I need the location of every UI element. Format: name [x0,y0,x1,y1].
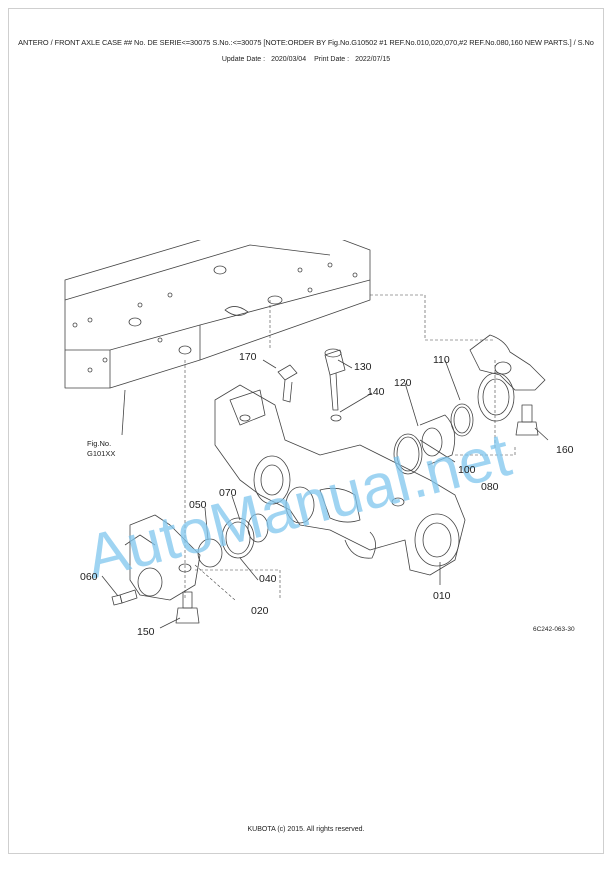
callout-080: 080 [481,481,499,493]
update-date-label: Update Date : [221,56,266,63]
callout-040: 040 [259,573,277,585]
callout-170: 170 [239,351,257,363]
callout-050: 050 [189,499,207,511]
callout-020: 020 [251,605,269,617]
parts-diagram: AutoManual.net Fig.No. G101XX 170 130 14… [64,240,575,638]
callout-060: 060 [80,571,98,583]
callout-120: 120 [394,377,412,389]
callout-160: 160 [556,444,574,456]
callout-100: 100 [458,464,476,476]
drawing-code: 6C242-063-30 [533,626,575,633]
callout-070: 070 [219,487,237,499]
axle-case [214,384,466,576]
callout-010: 010 [433,590,451,602]
footer-copyright: KUBOTA (c) 2015. All rights reserved. [247,826,365,833]
callout-140: 140 [367,386,385,398]
print-date-value: 2022/07/15 [355,56,391,63]
page-frame [8,8,604,854]
update-date-value: 2020/03/04 [271,56,307,63]
date-line: Update Date : 2020/03/04 Print Date : 2022… [0,56,612,63]
page-title: ANTERO / FRONT AXLE CASE ## No. DE SERIE… [18,38,594,47]
callout-150: 150 [137,626,155,638]
fig-ref-label: Fig.No. [87,439,111,448]
callout-130: 130 [354,361,372,373]
fig-ref-number: G101XX [87,449,115,458]
print-date-label: Print Date : [314,56,350,63]
chassis-frame [64,240,371,389]
callout-110: 110 [433,354,450,366]
